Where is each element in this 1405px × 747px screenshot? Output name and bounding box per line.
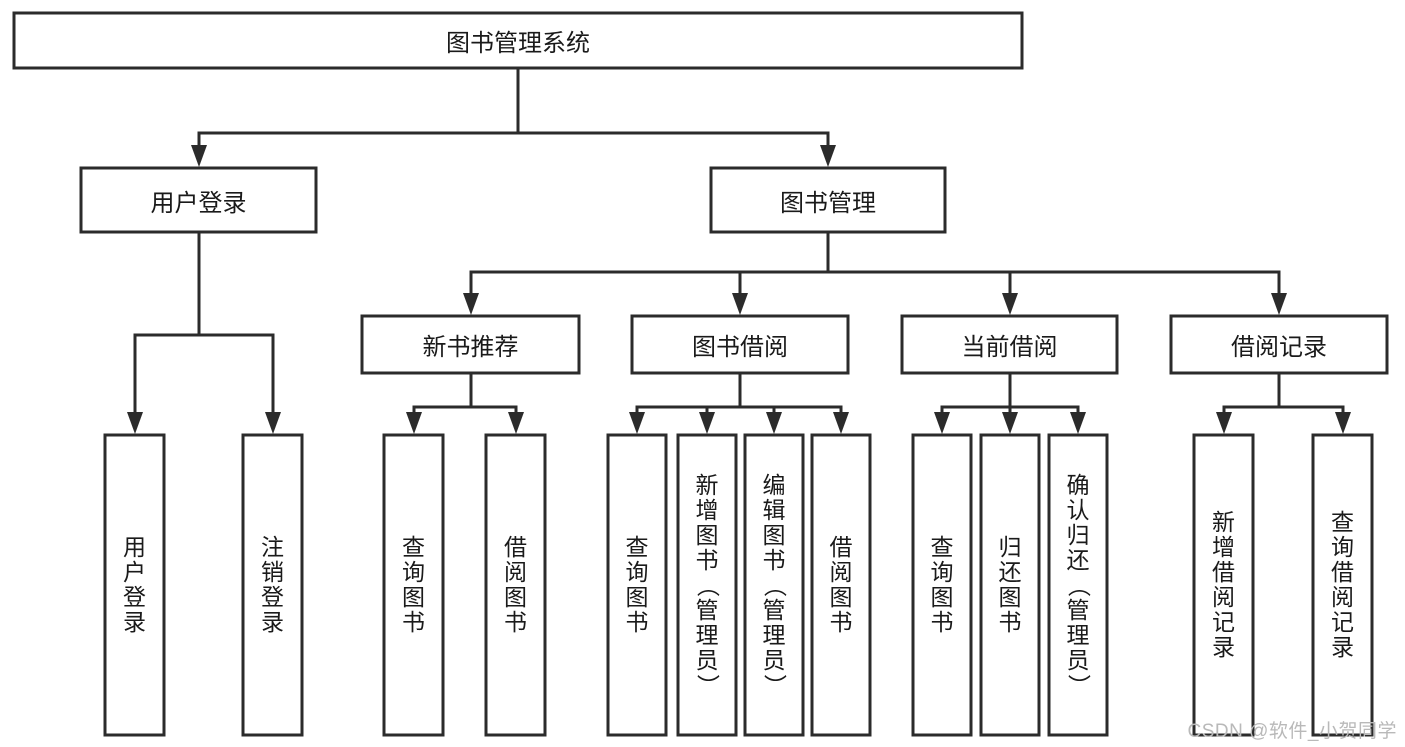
connector-root-to-bookmgmt xyxy=(516,68,830,148)
arrow-head-borrow xyxy=(732,293,748,315)
connector-layer xyxy=(127,68,1351,434)
arrow-head-leaf3 xyxy=(406,412,422,434)
node-box-leaf9[interactable] xyxy=(911,433,973,737)
arrow-head-leaf7 xyxy=(766,412,782,434)
arrow-head-leaf12 xyxy=(1216,412,1232,434)
arrow-head-leaf1 xyxy=(127,412,143,434)
node-box-login[interactable] xyxy=(79,166,318,234)
connector-bookmgmt-to-borrow xyxy=(738,232,830,296)
node-box-leaf10[interactable] xyxy=(979,433,1041,737)
node-box-leaf3[interactable] xyxy=(382,433,445,737)
node-box-leaf7[interactable] xyxy=(743,433,805,737)
connector-newbook-to-leaf4 xyxy=(469,373,518,415)
connector-records-to-leaf13 xyxy=(1277,373,1345,415)
arrow-head-leaf11 xyxy=(1070,412,1086,434)
arrow-head-leaf8 xyxy=(833,412,849,434)
arrow-head-newbook xyxy=(463,293,479,315)
arrow-head-bookmgmt xyxy=(820,145,836,167)
connector-borrow-to-leaf6 xyxy=(705,373,742,415)
node-box-leaf1[interactable] xyxy=(103,433,166,737)
node-layer xyxy=(12,11,1389,737)
arrow-head-records xyxy=(1271,293,1287,315)
connector-borrow-to-leaf8 xyxy=(738,373,843,415)
node-box-root[interactable] xyxy=(12,11,1024,70)
connector-borrow-to-leaf7 xyxy=(738,373,776,415)
node-box-leaf11[interactable] xyxy=(1047,433,1109,737)
connector-newbook-to-leaf3 xyxy=(412,373,473,415)
node-box-leaf2[interactable] xyxy=(241,433,304,737)
arrow-head-leaf9 xyxy=(934,412,950,434)
node-box-leaf4[interactable] xyxy=(484,433,547,737)
connector-bookmgmt-to-records xyxy=(826,232,1281,296)
arrow-head-leaf13 xyxy=(1335,412,1351,434)
connector-borrow-to-leaf5 xyxy=(635,373,742,415)
node-box-records[interactable] xyxy=(1169,314,1389,375)
node-box-leaf13[interactable] xyxy=(1311,433,1374,737)
connector-current-to-leaf11 xyxy=(1008,373,1080,415)
arrow-head-leaf10 xyxy=(1002,412,1018,434)
node-box-newbook[interactable] xyxy=(360,314,581,375)
arrow-head-leaf2 xyxy=(265,412,281,434)
node-box-leaf12[interactable] xyxy=(1192,433,1255,737)
node-box-current[interactable] xyxy=(900,314,1119,375)
connector-records-to-leaf12 xyxy=(1222,373,1281,415)
arrow-head-leaf6 xyxy=(699,412,715,434)
arrow-head-login xyxy=(191,145,207,167)
node-box-borrow[interactable] xyxy=(630,314,850,375)
node-box-leaf8[interactable] xyxy=(810,433,872,737)
arrow-head-leaf4 xyxy=(508,412,524,434)
connector-current-to-leaf9 xyxy=(940,373,1012,415)
connector-root-to-login xyxy=(197,68,520,148)
connector-bookmgmt-to-current xyxy=(826,232,1012,296)
connector-bookmgmt-to-newbook xyxy=(469,232,830,296)
node-box-leaf6[interactable] xyxy=(676,433,738,737)
connector-login-to-leaf2 xyxy=(197,232,275,415)
arrow-head-leaf5 xyxy=(629,412,645,434)
arrow-head-current xyxy=(1002,293,1018,315)
csdn-watermark: CSDN @软件_小贺同学 xyxy=(1187,721,1397,742)
node-box-bookmgmt[interactable] xyxy=(709,166,947,234)
node-box-leaf5[interactable] xyxy=(606,433,668,737)
connector-login-to-leaf1 xyxy=(133,232,201,415)
